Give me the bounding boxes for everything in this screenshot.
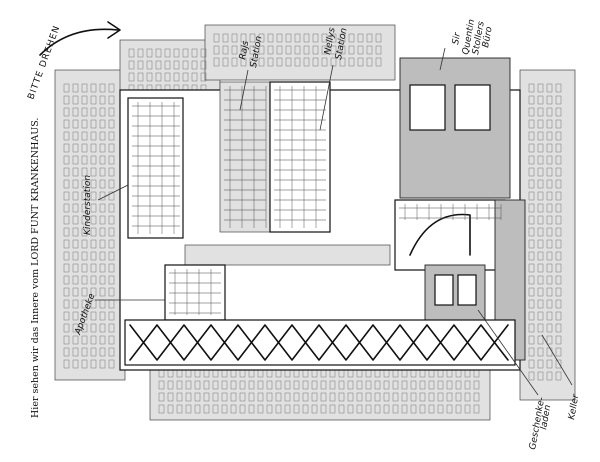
label-buero-4: Büro bbox=[481, 26, 495, 49]
corridor bbox=[184, 244, 391, 266]
label-nellys-1: Nellys bbox=[323, 27, 338, 56]
hospital-building bbox=[119, 57, 526, 371]
rajs-station-room bbox=[219, 81, 271, 233]
arrow-head-icon bbox=[107, 21, 121, 39]
caption: Hier sehen wir das Innere vom LORD FUNT … bbox=[30, 118, 41, 418]
label-keller: Keller bbox=[567, 393, 581, 421]
label-buero-1: Sir bbox=[451, 31, 463, 46]
label-kinderstation: Kinderstation bbox=[83, 175, 93, 235]
label-rajs-1: Rajs bbox=[238, 40, 251, 61]
turn-arrow bbox=[39, 28, 119, 56]
nellys-station-room bbox=[269, 81, 331, 233]
kinderstation-room bbox=[127, 97, 184, 239]
background-windows bbox=[63, 33, 562, 414]
label-geschenke-2: laden bbox=[539, 404, 553, 431]
hatching bbox=[132, 86, 502, 315]
